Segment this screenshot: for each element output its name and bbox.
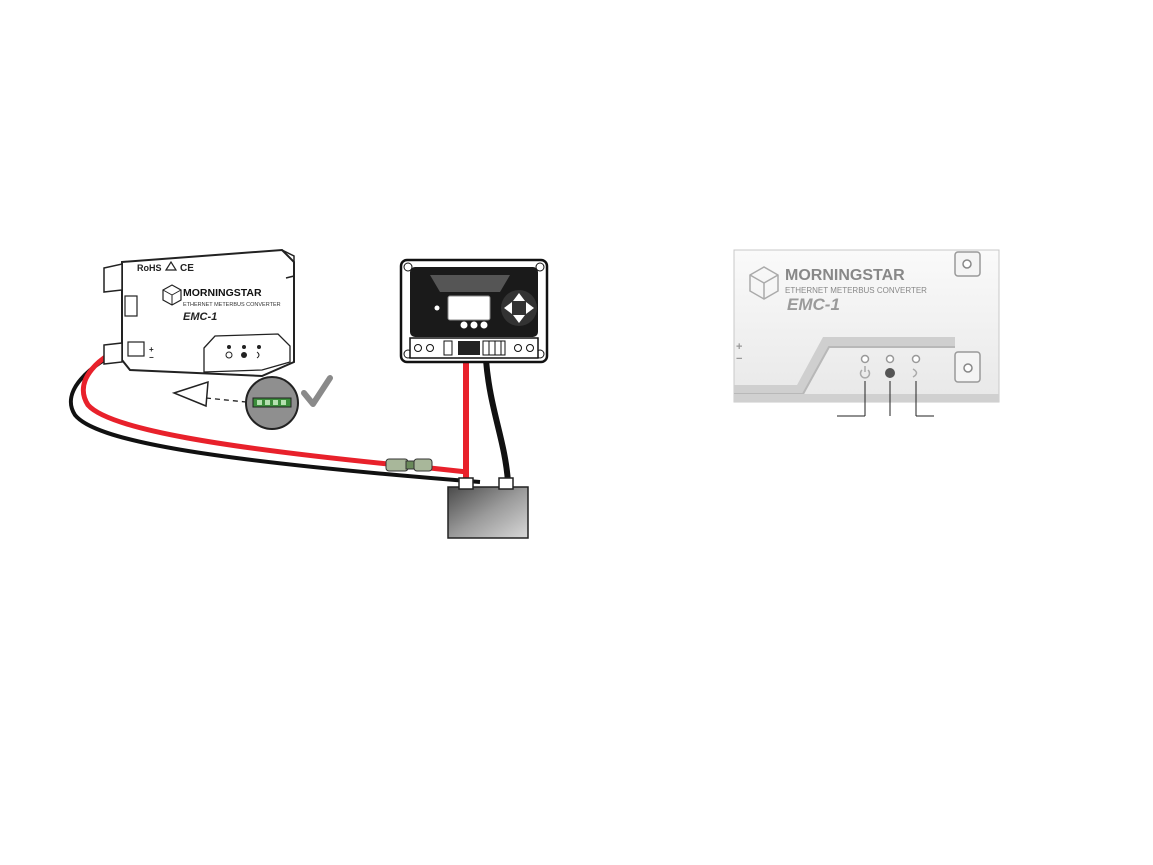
brand-label: MORNINGSTAR: [183, 287, 262, 299]
minus-label: −: [149, 353, 154, 362]
model-label: EMC-1: [183, 311, 217, 323]
network-led-icon: [241, 352, 247, 358]
brand-label: MORNINGSTAR: [785, 267, 905, 284]
status-led-icon: [435, 306, 440, 311]
terminal-strip: [410, 338, 538, 358]
directional-pad: [501, 290, 537, 326]
plus-label: +: [736, 341, 742, 353]
minus-label: −: [736, 353, 742, 365]
model-label: EMC-1: [787, 295, 840, 314]
ce-mark: CE: [180, 263, 194, 274]
negative-wire-controller: [486, 360, 508, 482]
charge-controller: [401, 260, 547, 362]
emc-device-right: MORNINGSTAR ETHERNET METERBUS CONVERTER …: [734, 250, 999, 416]
device-subtitle: ETHERNET METERBUS CONVERTER: [183, 302, 281, 308]
network-led-icon: [885, 368, 895, 378]
device-subtitle: ETHERNET METERBUS CONVERTER: [785, 286, 927, 295]
battery-icon: [448, 478, 528, 538]
fuse-icon: [386, 459, 432, 471]
vent: [430, 275, 510, 292]
detail-callout: [174, 377, 330, 429]
rohs-mark: RoHS: [137, 263, 162, 273]
positive-wire-fuse: [430, 468, 467, 472]
display-screen: [448, 296, 490, 320]
emc-device-left: RoHS CE MORNINGSTAR ETHERNET METERBUS CO…: [104, 250, 294, 376]
check-icon: [304, 378, 330, 404]
